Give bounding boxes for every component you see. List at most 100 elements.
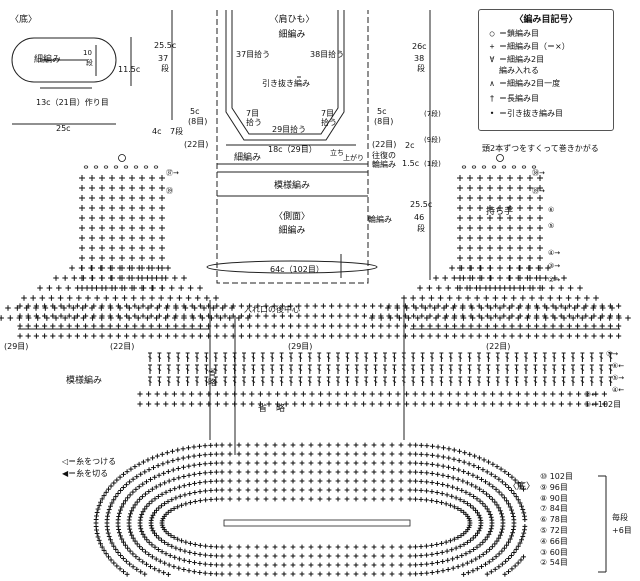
sc-stitch-mark bbox=[361, 391, 366, 396]
dc-stitch-mark bbox=[411, 365, 415, 374]
sc-stitch-mark bbox=[192, 481, 197, 486]
sc-stitch-mark bbox=[117, 511, 122, 516]
sc-stitch-mark bbox=[419, 562, 424, 567]
dc-stitch-mark bbox=[374, 377, 378, 386]
m22-left: (22目) bbox=[184, 140, 208, 149]
sc-stitch-mark bbox=[537, 205, 543, 211]
sc-stitch-mark bbox=[108, 323, 113, 328]
sc-stitch-mark bbox=[220, 572, 225, 577]
dc-stitch-mark bbox=[167, 377, 171, 386]
dc-stitch-mark bbox=[505, 377, 509, 386]
sc-stitch-mark bbox=[197, 480, 202, 485]
sc-stitch-mark bbox=[525, 275, 531, 281]
sc-stitch-mark bbox=[237, 545, 242, 550]
sc-stitch-mark bbox=[313, 313, 318, 318]
sc-stitch-mark bbox=[457, 185, 463, 191]
sc-stitch-mark bbox=[427, 303, 432, 308]
sc-stitch-mark bbox=[345, 333, 350, 338]
sc-stitch-mark bbox=[137, 391, 142, 396]
sc-stitch-mark bbox=[91, 333, 96, 338]
pattern-label: 模様編み bbox=[274, 179, 310, 191]
sc-stitch-mark bbox=[309, 572, 314, 577]
sc-stitch-mark bbox=[451, 275, 457, 281]
sc-stitch-mark bbox=[156, 506, 161, 511]
sc-stitch-mark bbox=[203, 571, 208, 576]
sc-stitch-mark bbox=[530, 285, 536, 291]
r7-left: 7段 bbox=[170, 126, 183, 136]
sc-stitch-mark bbox=[172, 391, 177, 396]
sc-stitch-mark bbox=[149, 195, 155, 201]
sc-stitch-mark bbox=[378, 303, 383, 308]
sc-stitch-mark bbox=[98, 265, 104, 271]
sc-stitch-mark bbox=[109, 175, 115, 181]
sc-stitch-mark bbox=[75, 323, 80, 328]
dc-stitch-mark bbox=[364, 353, 368, 362]
r5-right: 5c bbox=[377, 107, 387, 116]
sc-stitch-mark bbox=[152, 566, 157, 571]
sc-stitch-mark bbox=[171, 468, 176, 473]
dc-stitch-mark bbox=[421, 365, 425, 374]
dc-stitch-mark bbox=[392, 377, 396, 386]
sc-stitch-mark bbox=[188, 541, 193, 546]
sc-stitch-mark bbox=[487, 245, 493, 251]
sc-stitch-mark bbox=[108, 275, 114, 281]
sc-stitch-mark bbox=[318, 470, 323, 475]
sc-stitch-mark bbox=[488, 275, 494, 281]
sc-stitch-mark bbox=[616, 303, 621, 308]
sc-stitch-mark bbox=[34, 323, 39, 328]
row-mark: ㊳→ bbox=[532, 169, 545, 177]
sc-stitch-mark bbox=[197, 285, 203, 291]
sc-stitch-mark bbox=[484, 550, 489, 555]
sc-stitch-mark bbox=[542, 391, 547, 396]
sc-stitch-mark bbox=[446, 567, 451, 572]
sc-stitch-mark bbox=[502, 295, 508, 301]
sc-stitch-mark bbox=[507, 225, 513, 231]
dc-stitch-mark bbox=[167, 353, 171, 362]
strap-stitch: 細編み bbox=[278, 28, 305, 40]
sc-stitch-mark bbox=[21, 295, 27, 301]
sc-stitch-mark bbox=[255, 545, 260, 550]
sc-stitch-mark bbox=[408, 479, 413, 484]
sc-stitch-mark bbox=[171, 564, 176, 569]
sc-stitch-mark bbox=[483, 295, 489, 301]
dc-stitch-mark bbox=[543, 377, 547, 386]
st64-label: 64c（102目） bbox=[270, 265, 324, 274]
sc-stitch-mark bbox=[313, 303, 318, 308]
dc-stitch-mark bbox=[336, 353, 340, 362]
sc-stitch-mark bbox=[440, 550, 445, 555]
sc-stitch-mark bbox=[381, 488, 386, 493]
sc-stitch-mark bbox=[442, 275, 448, 281]
sc-stitch-mark bbox=[441, 568, 446, 573]
dc-stitch-mark bbox=[439, 353, 443, 362]
sc-stitch-mark bbox=[140, 482, 145, 487]
sc-stitch-mark bbox=[58, 323, 63, 328]
sc-stitch-mark bbox=[477, 323, 482, 328]
sc-stitch-mark bbox=[273, 470, 278, 475]
sc-stitch-mark bbox=[372, 488, 377, 493]
sc-stitch-mark bbox=[430, 391, 435, 396]
dc-stitch-mark bbox=[289, 365, 293, 374]
sc-stitch-mark bbox=[507, 255, 513, 261]
sc-stitch-mark bbox=[137, 497, 142, 502]
sc-stitch-mark bbox=[460, 563, 465, 568]
sc-stitch-mark bbox=[478, 499, 483, 504]
m22-right: (22目) bbox=[372, 140, 396, 149]
dc-stitch-mark bbox=[251, 365, 255, 374]
sc-stitch-mark bbox=[109, 195, 115, 201]
sc-stitch-mark bbox=[440, 491, 445, 496]
sc-stitch-mark bbox=[220, 554, 225, 559]
sc-stitch-mark bbox=[424, 553, 429, 558]
sc-stitch-mark bbox=[511, 295, 517, 301]
h255b-right: 25.5c bbox=[410, 200, 432, 209]
dc-stitch-mark bbox=[468, 377, 472, 386]
sc-stitch-mark bbox=[381, 554, 386, 559]
sc-stitch-mark bbox=[148, 564, 153, 569]
sc-stitch-mark bbox=[336, 554, 341, 559]
sc-stitch-mark bbox=[321, 323, 326, 328]
sc-stitch-mark bbox=[237, 563, 242, 568]
sc-stitch-mark bbox=[390, 572, 395, 577]
sc-stitch-mark bbox=[390, 497, 395, 502]
sc-stitch-mark bbox=[208, 562, 213, 567]
sc-stitch-mark bbox=[435, 569, 440, 574]
sc-stitch-mark bbox=[239, 333, 244, 338]
